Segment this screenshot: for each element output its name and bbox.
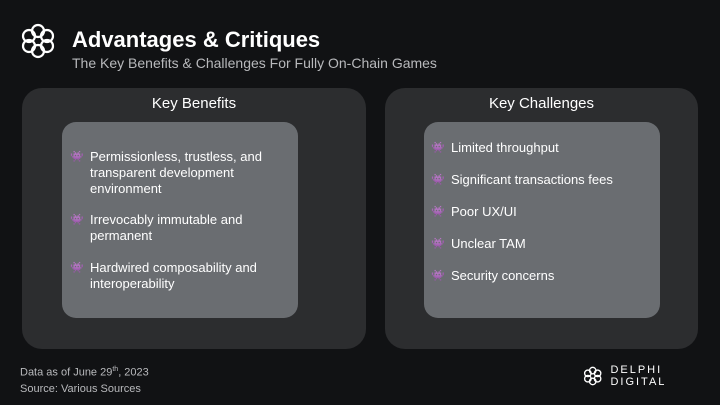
list-item-text: Significant transactions fees <box>451 172 613 187</box>
space-invader-icon: 👾 <box>431 238 445 250</box>
date-year: , 2023 <box>118 366 149 379</box>
list-item: 👾 Security concerns <box>431 268 554 284</box>
list-item-text: Limited throughput <box>451 140 559 155</box>
source-note: Source: Various Sources <box>20 382 141 395</box>
challenges-heading: Key Challenges <box>488 95 595 112</box>
data-date: Data as of June 29th, 2023 <box>20 362 149 381</box>
list-item: 👾 Poor UX/UI <box>431 204 517 220</box>
delphi-logo-icon <box>583 366 602 386</box>
footer-notes: Data as of June 29th, 2023 Source: Vario… <box>20 362 149 397</box>
space-invader-icon: 👾 <box>431 142 445 154</box>
list-item-text: Permissionless, trustless, and transpare… <box>90 149 262 196</box>
date-prefix: Data as of June 29 <box>20 366 113 379</box>
space-invader-icon: 👾 <box>70 214 84 226</box>
space-invader-icon: 👾 <box>431 270 445 282</box>
challenges-list: 👾 Limited throughput 👾 Significant transac… <box>424 122 660 318</box>
date-suffix-sup: th <box>112 366 119 373</box>
list-item: 👾 Hardwired composability and interoperab… <box>70 260 290 292</box>
page-title: Advantages & Critiques <box>72 27 321 52</box>
benefits-panel: Key Benefits 👾 Permissionless, trustless,… <box>22 88 366 349</box>
page-subtitle: The Key Benefits & Challenges For Fully … <box>72 55 437 71</box>
list-item: 👾 Unclear TAM <box>431 236 526 252</box>
brand: DELPHI DIGITAL <box>583 364 720 388</box>
benefits-list: 👾 Permissionless, trustless, and transpar… <box>62 122 298 318</box>
list-item: 👾 Permissionless, trustless, and transpar… <box>70 149 290 197</box>
list-item-text: Irrevocably immutable and permanent <box>90 212 243 243</box>
challenges-panel: Key Challenges 👾 Limited throughput 👾 Sign… <box>385 88 698 349</box>
list-item-text: Poor UX/UI <box>451 204 517 219</box>
space-invader-icon: 👾 <box>431 206 445 218</box>
brand-name: DELPHI DIGITAL <box>610 364 667 388</box>
list-item-text: Hardwired composability and interoperabi… <box>90 260 257 291</box>
list-item-text: Unclear TAM <box>451 236 526 251</box>
list-item: 👾 Irrevocably immutable and permanent <box>70 212 290 244</box>
list-item: 👾 Significant transactions fees <box>431 172 613 188</box>
benefits-heading: Key Benefits <box>151 95 237 112</box>
space-invader-icon: 👾 <box>70 151 84 163</box>
delphi-logo-icon <box>21 23 55 59</box>
list-item-text: Security concerns <box>451 268 555 283</box>
space-invader-icon: 👾 <box>431 174 445 186</box>
list-item: 👾 Limited throughput <box>431 140 559 156</box>
space-invader-icon: 👾 <box>70 262 84 274</box>
